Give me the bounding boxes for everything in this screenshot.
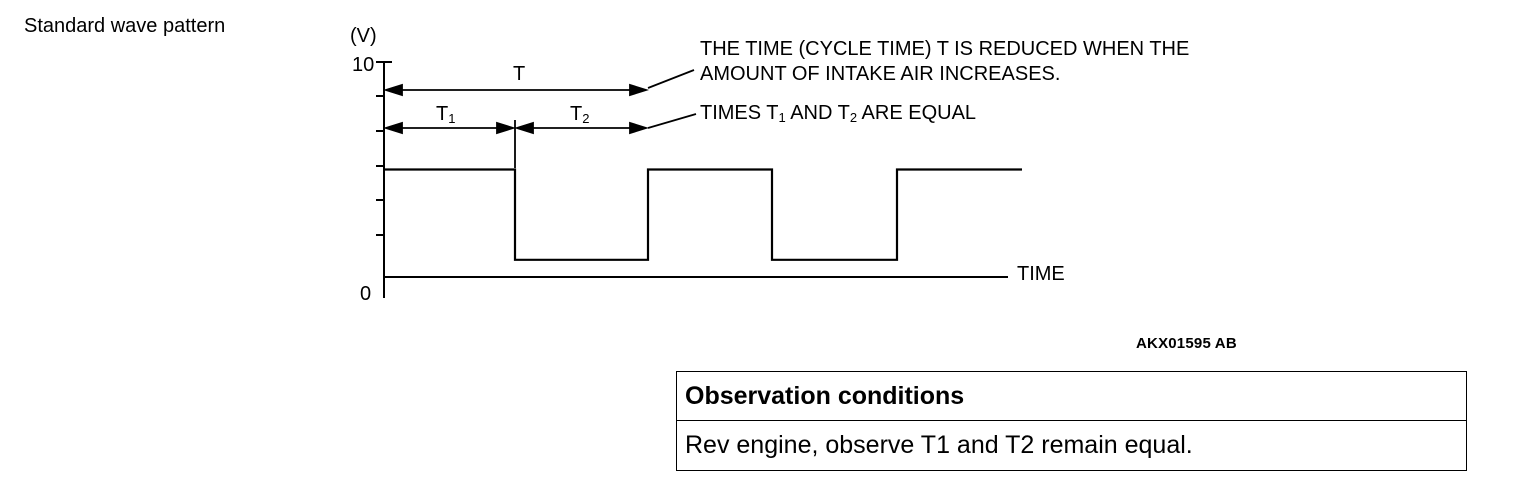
waveform-series xyxy=(384,168,1022,261)
figure-id: AKX01595 AB xyxy=(1136,335,1237,352)
x-axis-label: TIME xyxy=(1017,263,1065,285)
y-unit-label: (V) xyxy=(350,25,377,47)
dim-label-t2: T2 xyxy=(570,103,589,126)
waveform-chart: (V) 10 0 TIME T T1 T2 THE TIME (CYCLE TI… xyxy=(350,25,1189,305)
dim-label-t: T xyxy=(513,63,525,85)
leader-line-equal xyxy=(647,113,697,129)
arrowhead-t2-right xyxy=(629,121,650,135)
y-tick-label-0: 0 xyxy=(360,283,371,305)
arrowhead-t-right xyxy=(629,83,650,97)
observation-header: Observation conditions xyxy=(676,371,1467,421)
y-tick-label-10: 10 xyxy=(352,54,374,76)
arrowhead-t2-left xyxy=(513,121,534,135)
dim-label-t1: T1 xyxy=(436,103,455,126)
annotation-equal: TIMES T1 AND T2 ARE EQUAL xyxy=(700,102,976,125)
page-label: Standard wave pattern xyxy=(24,15,226,37)
observation-text: Rev engine, observe T1 and T2 remain equ… xyxy=(676,420,1467,471)
annotation-cycle-line1: THE TIME (CYCLE TIME) T IS REDUCED WHEN … xyxy=(700,38,1189,60)
arrowhead-t1-left xyxy=(382,121,403,135)
annotation-cycle-line2: AMOUNT OF INTAKE AIR INCREASES. xyxy=(700,63,1060,85)
dimension-markers xyxy=(382,69,697,168)
arrowhead-t-left xyxy=(382,83,403,97)
arrowhead-t1-right xyxy=(496,121,517,135)
axes xyxy=(376,61,1008,298)
observation-table: Observation conditions Rev engine, obser… xyxy=(676,371,1467,471)
leader-line-cycle xyxy=(647,69,695,89)
